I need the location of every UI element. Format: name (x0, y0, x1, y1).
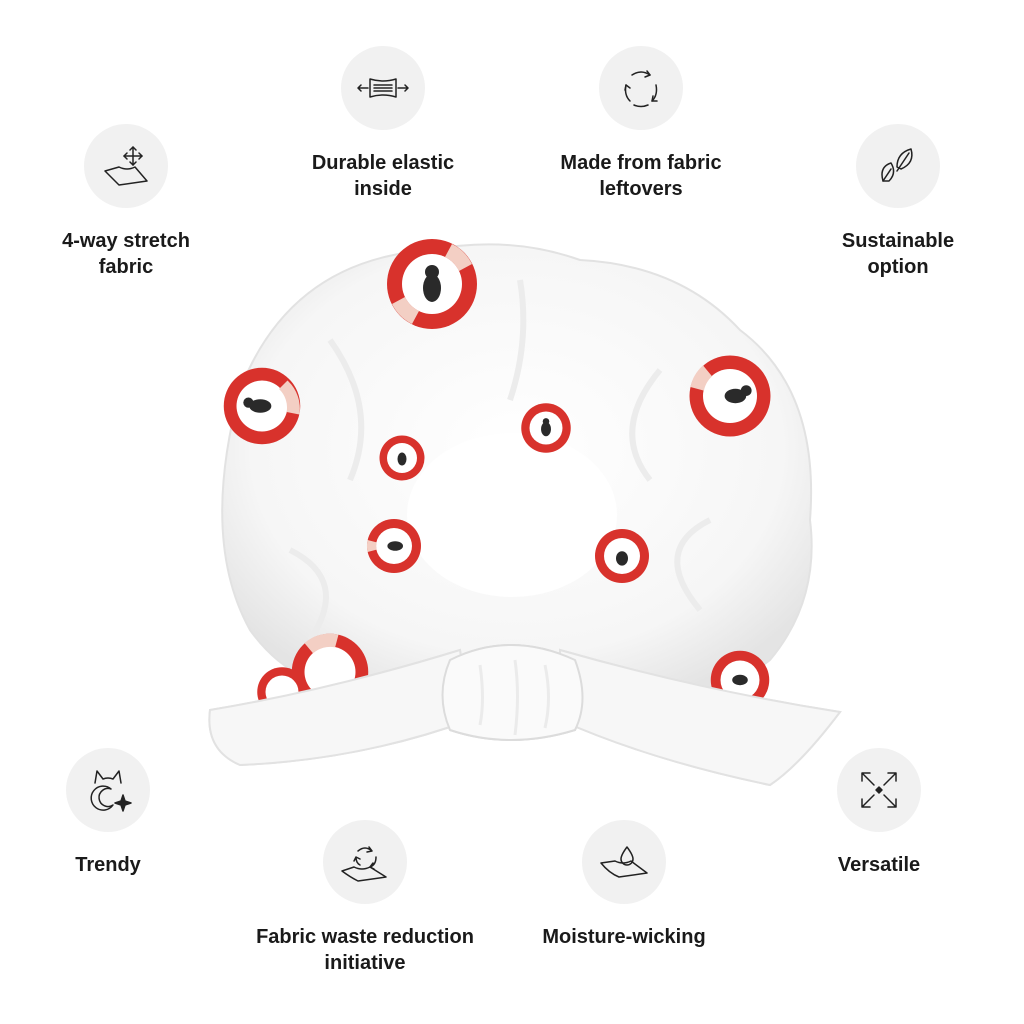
feature-leftovers-label: Made from fabric leftovers (560, 152, 722, 200)
feature-stretch-label: 4-way stretch fabric (62, 230, 190, 278)
feature-stretch: 4-way stretch fabric (6, 124, 246, 280)
feature-elastic: Durable elastic inside (263, 46, 503, 202)
feature-versatile-label: Versatile (837, 854, 921, 876)
water-drop-icon (582, 820, 666, 904)
feature-elastic-label: Durable elastic inside (311, 152, 455, 200)
stretch-arrows-icon (84, 124, 168, 208)
feature-moisture: Moisture-wicking (504, 820, 744, 950)
recycle-arrows-icon (599, 46, 683, 130)
cat-sparkle-icon (66, 748, 150, 832)
elastic-band-icon (341, 46, 425, 130)
feature-moisture-label: Moisture-wicking (542, 926, 706, 948)
feature-leftovers: Made from fabric leftovers (521, 46, 761, 202)
feature-sustainable-label: Sustainable option (841, 230, 955, 278)
fabric-recycle-icon (323, 820, 407, 904)
feature-trendy-label: Trendy (75, 854, 141, 876)
feature-waste-reduction: Fabric waste reduction initiative (245, 820, 485, 976)
scrunchie-product-image (208, 239, 842, 787)
feature-sustainable: Sustainable option (778, 124, 1018, 280)
feature-trendy: Trendy (0, 748, 228, 878)
expand-arrows-icon (837, 748, 921, 832)
feature-waste-label: Fabric waste reduction initiative (256, 926, 474, 974)
leaf-icon (856, 124, 940, 208)
feature-versatile: Versatile (759, 748, 999, 878)
